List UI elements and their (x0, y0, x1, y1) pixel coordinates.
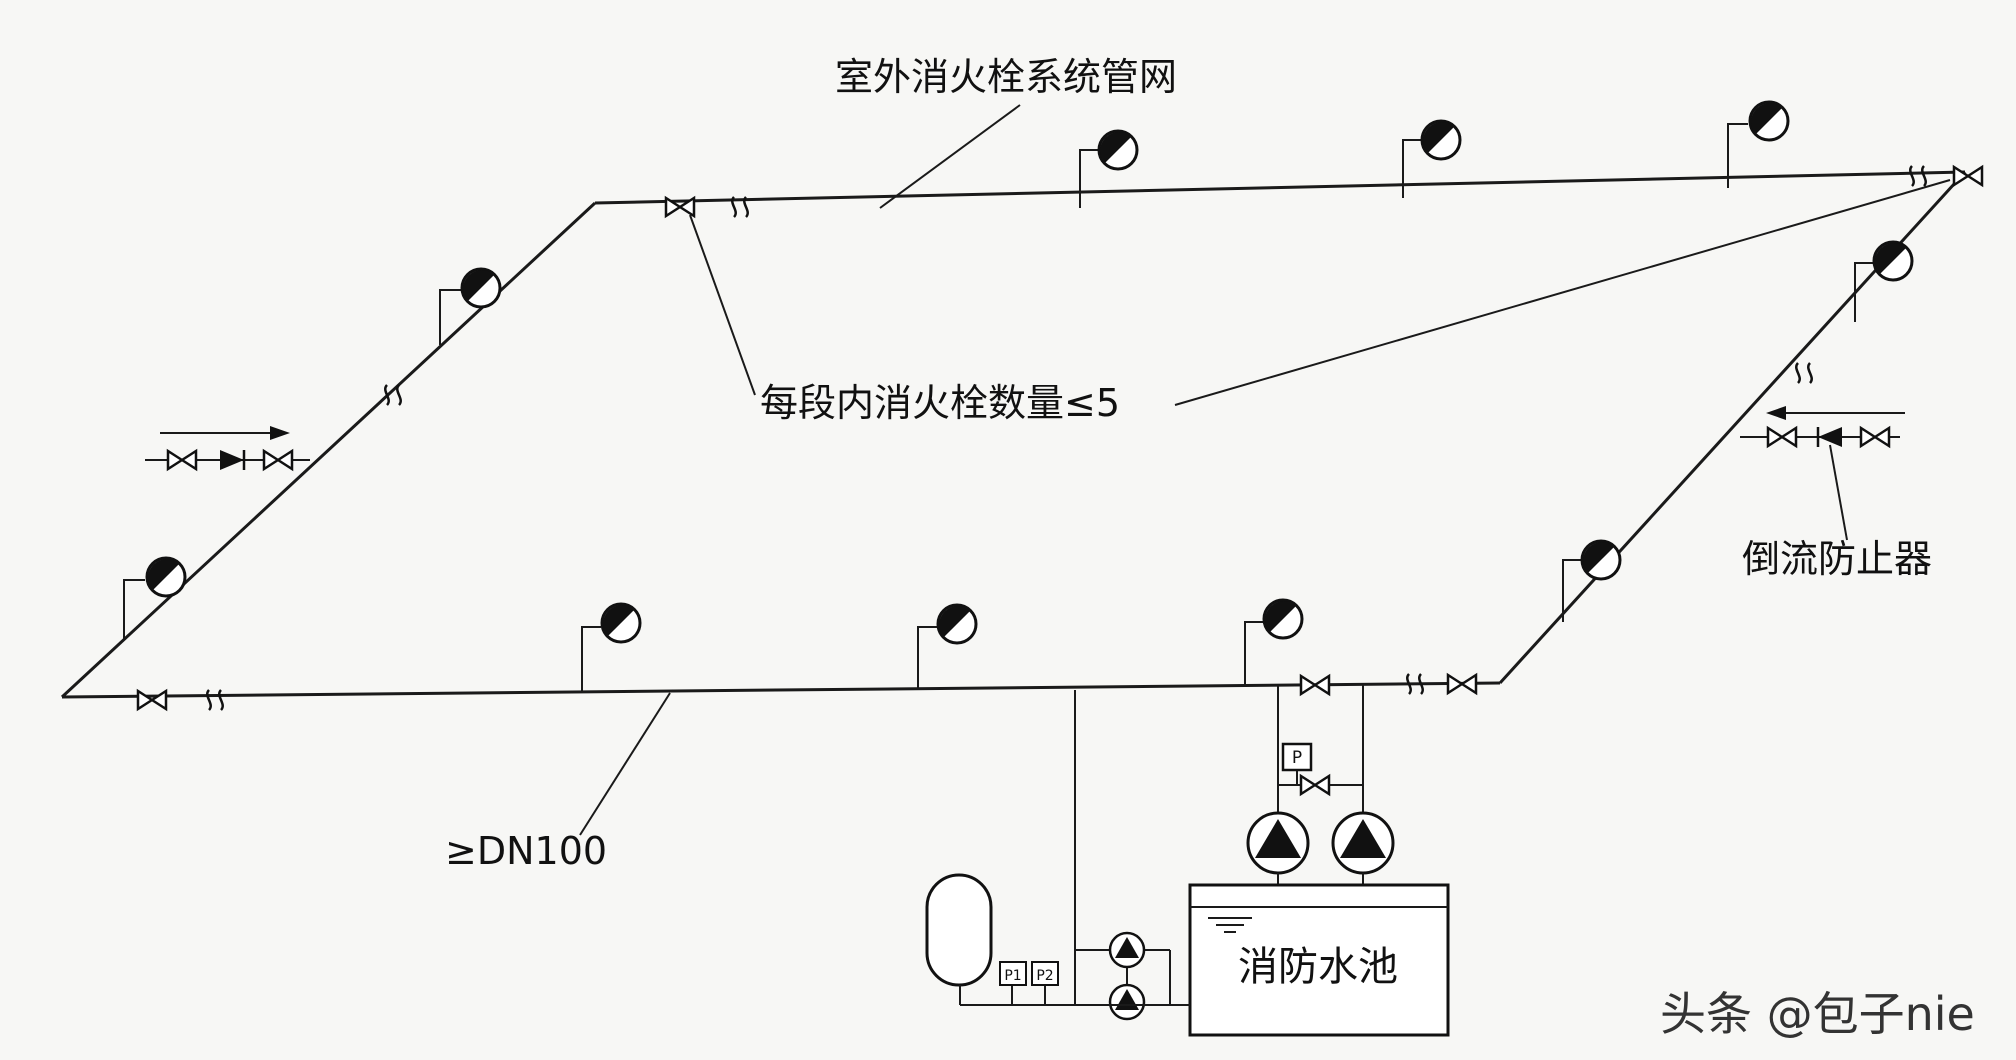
hydrant-icon (460, 267, 502, 309)
pool-label: 消防水池 (1238, 944, 1398, 990)
hydrant-icon (1097, 129, 1139, 171)
gauge-p2-label: P2 (1036, 968, 1053, 984)
hydrants (123, 100, 1914, 691)
valve-icon (136, 689, 168, 711)
break-mark-icon (206, 688, 224, 712)
pressure-gauge-p2 (1031, 961, 1059, 986)
break-mark-icon (1795, 361, 1813, 385)
valve-icon (1299, 674, 1331, 696)
label-network: 室外消火栓系统管网 (835, 55, 1177, 99)
pressure-label: P (1292, 748, 1302, 768)
label-backflow-preventer: 倒流防止器 (1742, 537, 1932, 581)
label-per-segment: 每段内消火栓数量≤5 (760, 381, 1120, 425)
label-pipe-size: ≥DN100 (445, 829, 607, 873)
inlet-right (1740, 406, 1905, 541)
valve-icon (1299, 774, 1331, 796)
fire-water-pool (1188, 883, 1450, 1037)
jockey-pump-icon (1108, 931, 1146, 969)
fire-pump-icon (1331, 811, 1395, 875)
pressure-tank (925, 873, 993, 987)
inlet-left (145, 426, 310, 472)
hydrant-icon (1420, 119, 1462, 161)
check-valve-icon (218, 448, 246, 472)
pressure-switch (1281, 742, 1313, 772)
hydrant-icon (600, 602, 642, 644)
break-mark-icon (384, 383, 402, 407)
jockey-pump-icon (1108, 983, 1146, 1021)
check-valve-icon (1816, 425, 1844, 449)
hydrant-icon (936, 603, 978, 645)
hydrant-icon (1872, 240, 1914, 282)
valve-icon (1952, 165, 1984, 187)
break-mark-icon (1909, 164, 1927, 188)
hydrant-icon (1262, 598, 1304, 640)
valve-icon (166, 449, 198, 471)
valve-icon (1446, 673, 1478, 695)
fire-pump-icon (1246, 811, 1310, 875)
valve-icon (1766, 426, 1798, 448)
valve-icon (1859, 426, 1891, 448)
gauge-p1-label: P1 (1004, 968, 1021, 984)
pipe-top (594, 170, 1966, 205)
pump-station: P 消防水池 P1 P2 (925, 684, 1450, 1037)
valve-icon (262, 449, 294, 471)
pipe-network (60, 170, 1967, 699)
watermark: 头条 @包子nie (1660, 987, 1975, 1041)
pipe-left-slant (60, 201, 597, 699)
hydrant-icon (1580, 539, 1622, 581)
pressure-gauge-p1 (999, 961, 1027, 986)
hydrant-icon (145, 556, 187, 598)
pipe-bottom (61, 681, 1501, 699)
leader-lines (579, 104, 1951, 836)
hydrant-icon (1748, 100, 1790, 142)
